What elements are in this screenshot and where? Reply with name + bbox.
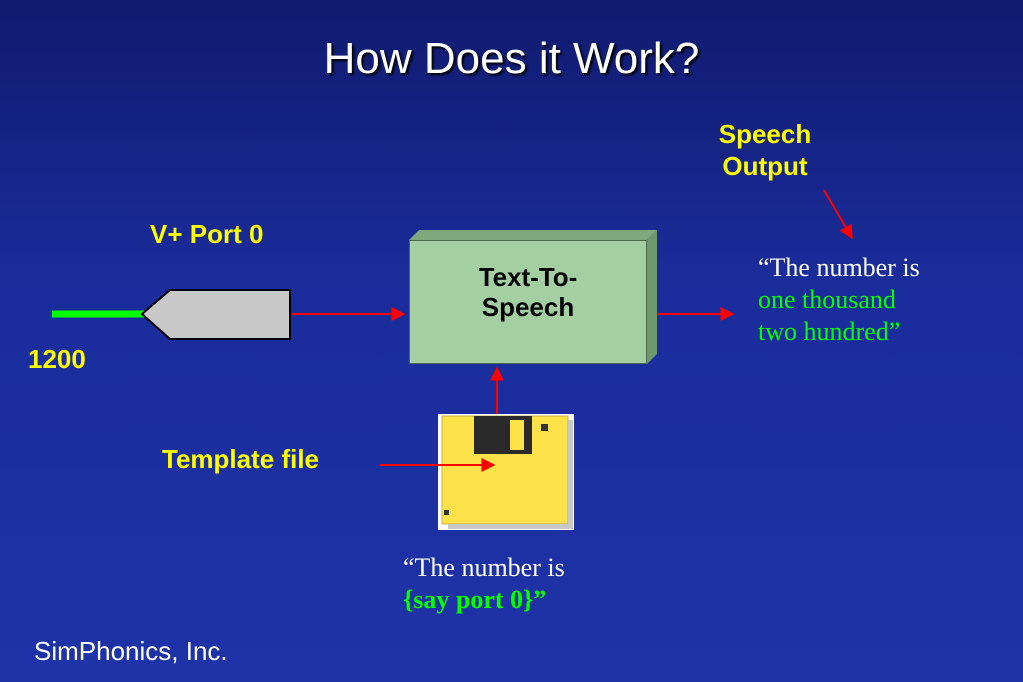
box-label-line2: Speech [481,292,575,322]
speech-output-text: “The number is one thousand two hundred” [758,252,988,348]
template-text-line1: “The number is [403,553,565,582]
floppy-disk-icon [438,414,574,530]
box-label-line1: Text-To- [478,262,578,292]
port-value: 1200 [28,344,86,374]
box-side-face [647,230,657,364]
template-text: “The number is {say port 0}” [403,552,663,616]
speech-output-label: Speech Output [700,118,830,182]
template-text-line2: {say port 0}” [403,585,547,614]
output-text-line1: “The number is [758,253,920,282]
speech-output-label-line1: Speech [718,119,812,149]
page-title: How Does it Work? [323,34,700,83]
connector-plug-icon [140,289,291,340]
box-top-face [409,230,657,240]
port-label: V+ Port 0 [150,219,264,249]
arrow-speech-output [823,189,853,240]
footer-company: SimPhonics, Inc. [34,636,228,666]
text-to-speech-box: Text-To- Speech [409,240,647,364]
output-text-line3: two hundred” [758,317,901,346]
template-file-label: Template file [162,444,320,474]
speech-output-label-line2: Output [722,151,808,181]
output-text-line2: one thousand [758,285,896,314]
